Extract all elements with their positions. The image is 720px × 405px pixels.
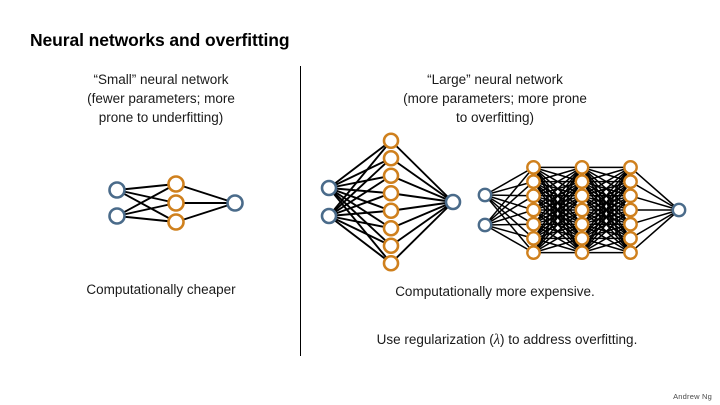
network-node-hidden [623, 188, 638, 204]
small-network-caption: “Small” neural network (fewer parameters… [36, 70, 286, 127]
network-node-hidden [574, 231, 590, 246]
network-node-input [320, 207, 338, 225]
column-divider [300, 66, 301, 356]
large-deep-neural-network-diagram [474, 160, 690, 261]
network-node-hidden [526, 202, 541, 218]
large-wide-neural-network-diagram [316, 126, 466, 278]
network-node-hidden [574, 216, 590, 232]
network-node-hidden [526, 231, 541, 246]
lambda-symbol: λ [493, 332, 500, 348]
network-node-hidden [382, 132, 400, 150]
small-network-caption-line-1: “Small” neural network [93, 72, 229, 87]
network-node-input [108, 207, 126, 225]
network-edges [116, 183, 236, 223]
network-node-hidden [574, 188, 590, 204]
network-node-hidden [382, 254, 400, 272]
network-nodes [477, 160, 687, 261]
large-network-caption-line-1: “Large” neural network [427, 72, 563, 87]
network-nodes [320, 132, 462, 272]
small-network-svg [108, 175, 244, 231]
network-node-hidden [167, 213, 185, 231]
network-node-hidden [167, 175, 185, 193]
network-node-hidden [623, 174, 638, 190]
regularization-note: Use regularization (λ) to address overfi… [312, 330, 702, 350]
small-network-footer: Computationally cheaper [86, 282, 236, 297]
network-node-hidden [382, 219, 400, 237]
network-node-input [477, 187, 493, 203]
network-nodes [108, 175, 244, 231]
large-network-caption-line-2: (more parameters; more prone [403, 91, 587, 106]
network-node-hidden [574, 160, 590, 175]
network-node-hidden [382, 202, 400, 220]
network-node-hidden [526, 174, 541, 190]
network-node-input [108, 181, 126, 199]
attribution-label: Andrew Ng [673, 392, 712, 401]
regularization-note-suffix: ) to address overfitting. [500, 332, 638, 347]
large-wide-network-svg [320, 132, 462, 272]
page-title: Neural networks and overfitting [30, 30, 290, 50]
network-node-hidden [623, 231, 638, 246]
network-node-hidden [382, 184, 400, 202]
network-node-hidden [623, 216, 638, 232]
network-node-input [320, 179, 338, 197]
network-node-hidden [526, 160, 541, 175]
network-node-output [444, 193, 462, 211]
regularization-note-prefix: Use regularization ( [376, 332, 494, 347]
network-node-output [226, 194, 244, 212]
network-edges [484, 166, 680, 254]
large-network-caption-line-3: to overfitting) [455, 110, 535, 125]
network-node-hidden [526, 188, 541, 204]
network-edges [328, 139, 454, 265]
large-deep-network-svg [477, 160, 687, 261]
network-node-hidden [574, 202, 590, 218]
network-node-output [671, 202, 687, 218]
large-network-footer: Computationally more expensive. [395, 284, 595, 299]
network-node-hidden [382, 167, 400, 185]
small-network-caption-line-3: prone to underfitting) [98, 110, 224, 125]
network-node-hidden [623, 160, 638, 175]
network-node-hidden [167, 194, 185, 212]
network-node-hidden [382, 237, 400, 255]
network-node-hidden [623, 202, 638, 218]
network-node-hidden [526, 245, 541, 261]
small-network-caption-line-2: (fewer parameters; more [87, 91, 235, 106]
small-neural-network-diagram [104, 162, 248, 244]
network-node-hidden [526, 216, 541, 232]
network-node-hidden [574, 174, 590, 190]
network-node-hidden [623, 245, 638, 261]
network-node-input [477, 217, 493, 233]
network-node-hidden [574, 245, 590, 261]
network-node-hidden [382, 149, 400, 167]
large-network-caption: “Large” neural network (more parameters;… [330, 70, 660, 127]
